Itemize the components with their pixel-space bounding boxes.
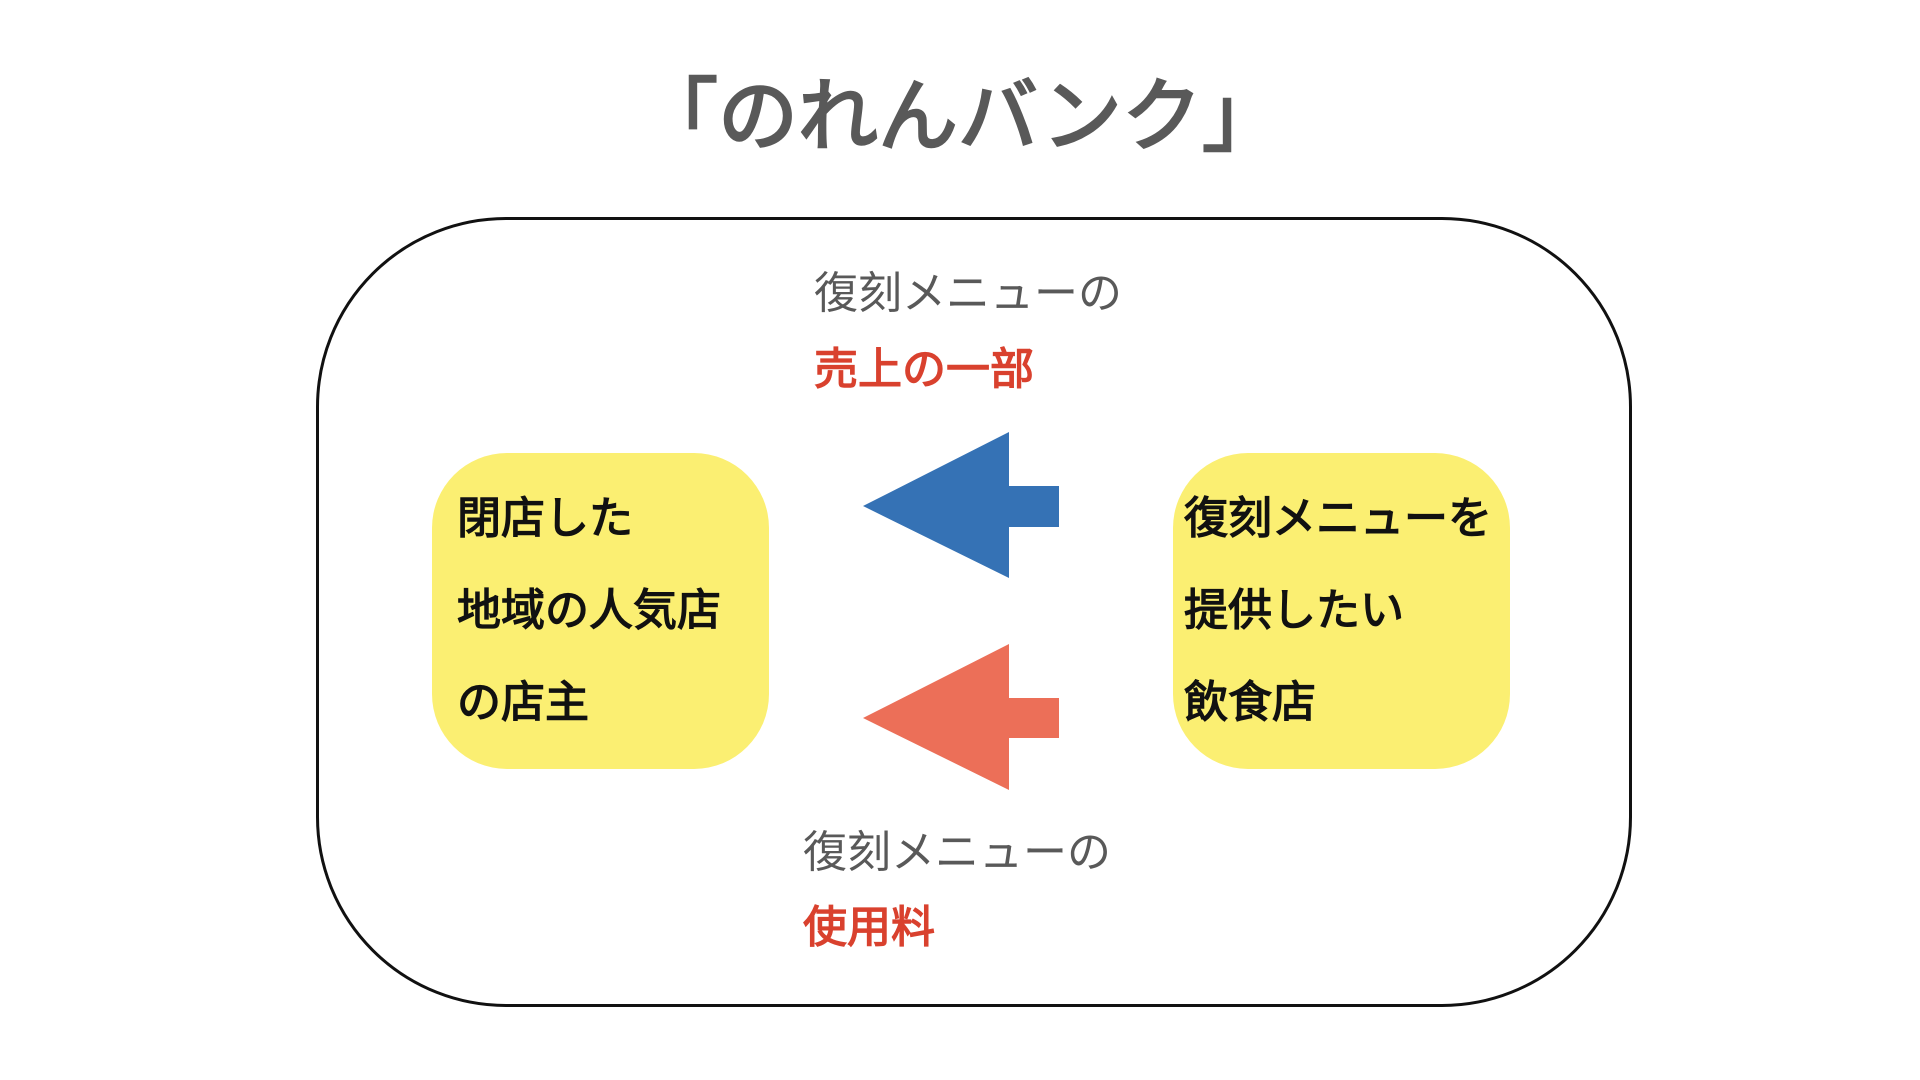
top-label-line1: 復刻メニューの xyxy=(814,268,1122,319)
bottom-label-line1: 復刻メニューの xyxy=(803,827,1111,878)
right-box-line: 飲食店 xyxy=(1184,677,1316,728)
left-box-closed-shop-owner: 閉店した 地域の人気店 の店主 xyxy=(432,453,769,769)
bottom-label-line2: 使用料 xyxy=(803,902,935,953)
orange-arrow-left xyxy=(863,644,1059,790)
right-box-restaurant: 復刻メニューを 提供したい 飲食店 xyxy=(1173,453,1510,769)
top-label-line2: 売上の一部 xyxy=(814,344,1034,395)
blue-arrow-left xyxy=(863,432,1059,578)
left-box-line: 地域の人気店 xyxy=(457,585,721,636)
right-box-line: 提供したい xyxy=(1184,585,1404,636)
left-box-line: の店主 xyxy=(457,677,589,728)
right-box-line: 復刻メニューを xyxy=(1184,493,1492,544)
ecosystem-frame xyxy=(316,217,1632,1007)
left-box-line: 閉店した xyxy=(457,493,633,544)
diagram-title: 「のれんバンク」 xyxy=(638,70,1282,163)
